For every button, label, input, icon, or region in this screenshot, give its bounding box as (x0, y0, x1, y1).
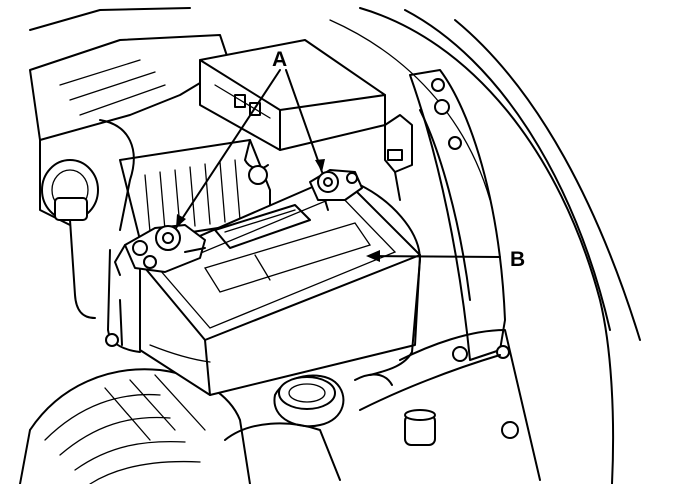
arrowhead-a1 (176, 214, 186, 228)
bolt (431, 78, 445, 92)
engine-cover (29, 7, 231, 231)
arrowhead-b (366, 250, 380, 262)
inner-fender-panel (409, 69, 510, 361)
callout-b-label: B (510, 248, 525, 271)
positive-terminal (114, 224, 206, 276)
bolt (452, 346, 468, 362)
front-panel (359, 329, 541, 481)
leader-line-a1 (175, 69, 281, 229)
leader-line-a2 (285, 69, 323, 173)
callout-b: B (366, 248, 525, 271)
callout-a-label: A (272, 48, 287, 71)
callout-a: A (175, 48, 325, 229)
radiator-cap (224, 373, 393, 481)
connector-plug (384, 114, 413, 201)
fender-arcs (329, 7, 641, 484)
arrowhead-a2 (315, 159, 325, 172)
relay-box (199, 39, 386, 151)
air-intake-duct (19, 368, 251, 484)
battery-case (139, 174, 421, 396)
negative-terminal (309, 169, 363, 211)
ignition-coil (41, 159, 99, 319)
ground-cable (359, 184, 421, 376)
battery (105, 174, 421, 396)
bolt (434, 99, 450, 115)
bolt (448, 136, 462, 150)
bolt (501, 421, 519, 439)
leader-line-b (369, 255, 501, 258)
